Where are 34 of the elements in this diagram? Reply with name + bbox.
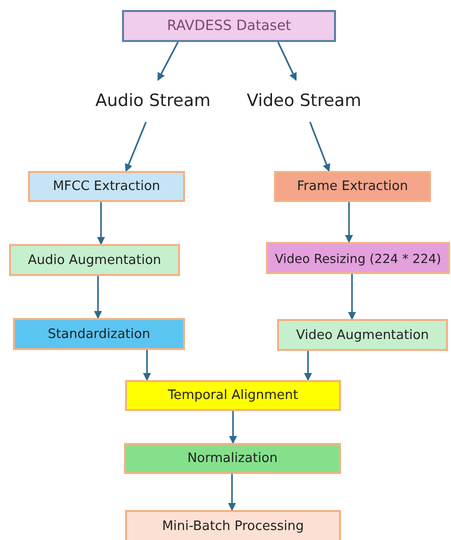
box-label: Mini-Batch Processing [162, 518, 304, 534]
dataset-box [122, 10, 336, 42]
arrow [345, 202, 353, 243]
box-label: Standardization [48, 326, 150, 342]
process-box [277, 319, 448, 351]
box-label: MFCC Extraction [52, 179, 160, 194]
box-label: Normalization [187, 451, 278, 466]
process-box [274, 171, 431, 202]
process-box [9, 244, 180, 276]
box-label: RAVDESS Dataset [166, 18, 292, 34]
arrow [309, 122, 330, 172]
stream-label: Video Stream [246, 91, 362, 111]
arrow [229, 411, 237, 444]
arrow [94, 276, 102, 319]
box-label: Temporal Alignment [168, 388, 298, 403]
box-label: Frame Extraction [296, 179, 408, 194]
arrow [348, 274, 356, 320]
process-box [13, 318, 185, 350]
box-label: Audio Augmentation [28, 252, 162, 268]
box-label: Video Augmentation [296, 328, 429, 342]
process-box [125, 380, 341, 411]
arrow [97, 202, 105, 245]
arrow [143, 350, 151, 381]
process-box [125, 510, 341, 540]
arrow [228, 474, 236, 511]
arrow [277, 42, 297, 81]
arrow [304, 351, 312, 381]
arrow [124, 122, 147, 172]
process-box [28, 171, 185, 202]
process-box [266, 242, 450, 274]
box-label: Video Resizing (224 * 224) [274, 250, 442, 266]
process-box [124, 443, 341, 474]
stream-label: Audio Stream [95, 91, 211, 111]
arrow [157, 42, 179, 81]
